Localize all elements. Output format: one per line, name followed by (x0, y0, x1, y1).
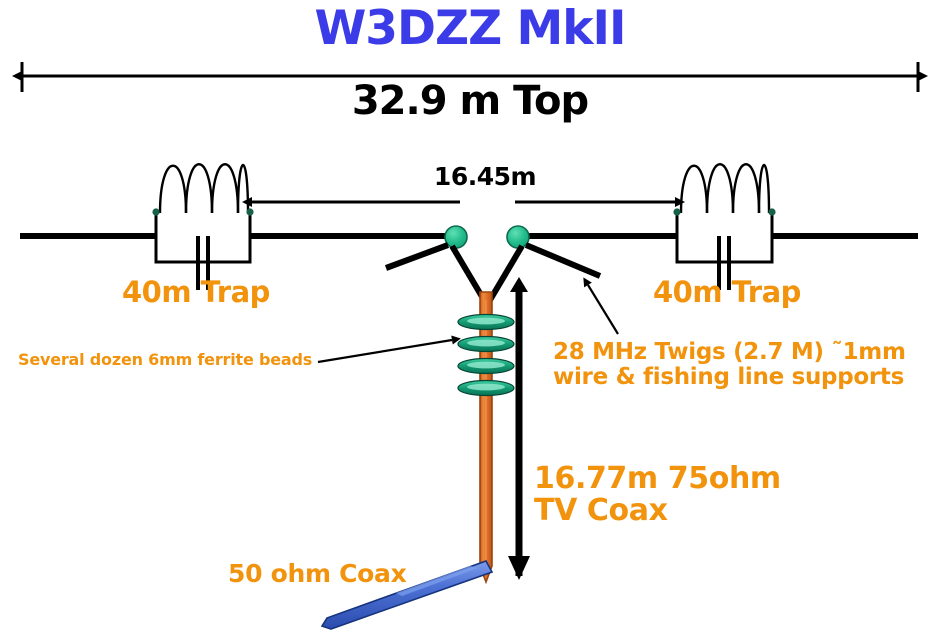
feedline-75ohm-label-line2: TV Coax (534, 493, 668, 529)
half-span-label: 16.45m (433, 162, 537, 191)
twigs-leader-line (583, 277, 619, 335)
trap-right-label: 40m Trap (653, 275, 801, 309)
ferrite-bead (457, 379, 515, 397)
insulator-right (506, 225, 530, 249)
center-insulators (444, 225, 530, 249)
ferrite-bead (457, 357, 515, 375)
trap-right (673, 163, 776, 290)
coax-75ohm-feedline (479, 291, 493, 585)
coax-50ohm (320, 560, 494, 630)
trap-left-label: 40m Trap (122, 275, 270, 309)
twig-wires (384, 242, 602, 302)
feedline-75ohm-label-line1: 16.77m 75ohm (534, 461, 781, 496)
overall-span-label: 32.9 m Top (351, 78, 589, 124)
ferrite-beads-group (457, 313, 515, 397)
ferrite-bead (457, 313, 515, 331)
insulator-left (444, 225, 468, 249)
overall-dimension-group (12, 62, 928, 92)
coax-50ohm-label: 50 ohm Coax (228, 559, 407, 588)
twigs-label-line2: wire & fishing line supports (553, 363, 904, 390)
trap-left (152, 163, 254, 290)
page-title: W3DZZ MkII (314, 1, 626, 56)
ferrite-beads-label: Several dozen 6mm ferrite beads (18, 350, 313, 369)
twigs-label-line1: 28 MHz Twigs (2.7 M) ˜1mm (553, 339, 906, 365)
feedline-dimension-group (508, 277, 530, 580)
ferrite-bead (457, 335, 515, 353)
ferrite-leader-line (317, 335, 461, 364)
